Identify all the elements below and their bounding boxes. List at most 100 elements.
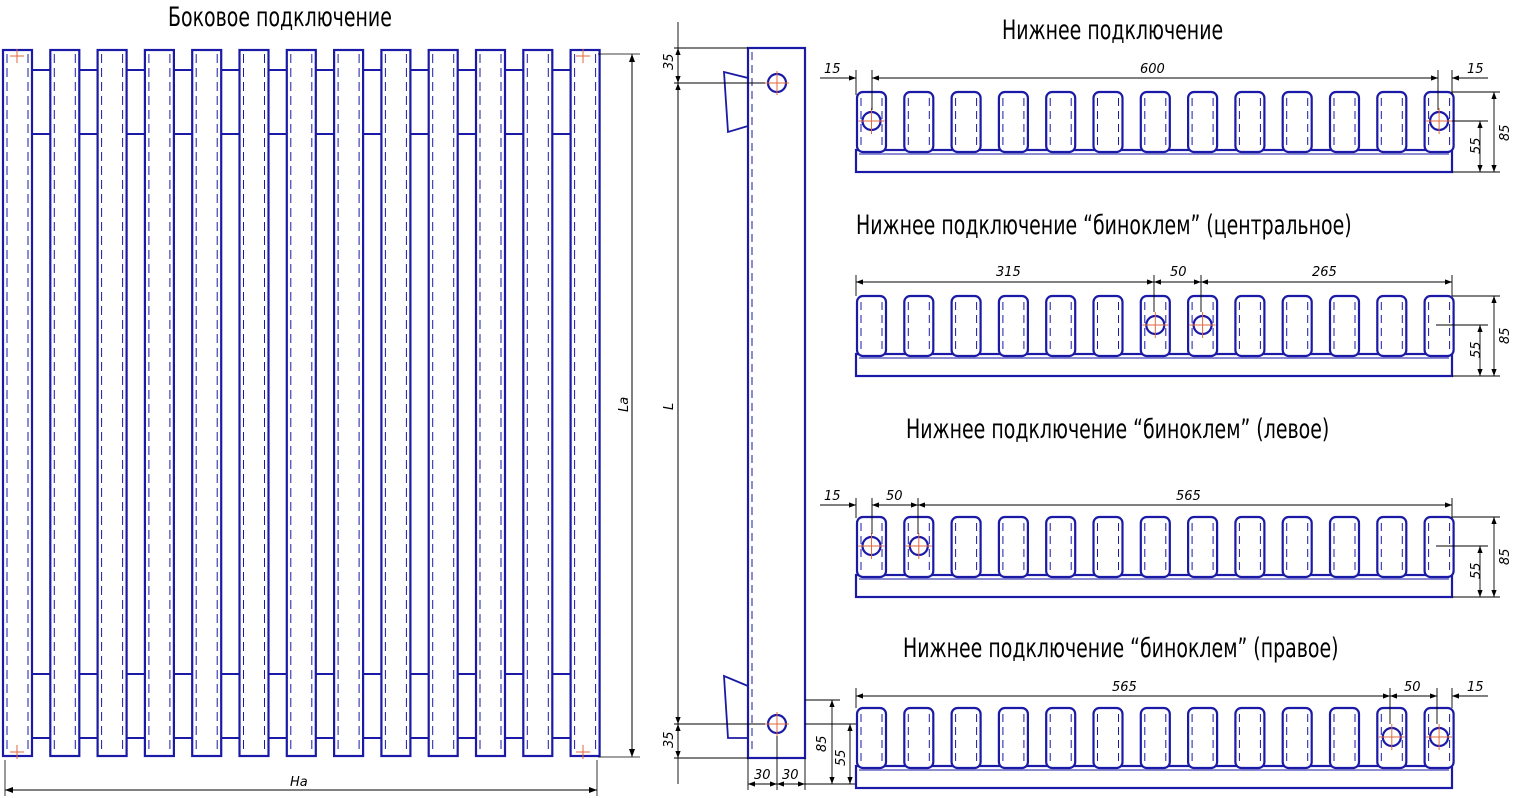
tube-section: [1186, 706, 1219, 770]
dim-ha-label: Ha: [290, 775, 308, 790]
dim-b1-left: 15: [824, 62, 841, 77]
tube-section: [1139, 90, 1171, 154]
front-tube: [49, 48, 81, 758]
tube-section: [1234, 515, 1266, 579]
bottom-view-2: [854, 294, 1455, 378]
front-tube: [143, 48, 175, 758]
dim-b4-a: 565: [1112, 680, 1137, 695]
collector-bar: [854, 148, 1454, 174]
front-tube: [333, 48, 365, 758]
tube-section: [1423, 294, 1455, 358]
tube-section: [855, 706, 888, 770]
dim-la-label: La: [617, 397, 632, 412]
tube-section: [950, 515, 982, 579]
tube-section: [1328, 90, 1361, 154]
dim-b1-h85: 85: [1498, 124, 1513, 141]
dim-profile-w2: 30: [782, 768, 799, 783]
dim-profile-h55: 55: [834, 749, 849, 766]
tube-section: [1376, 294, 1408, 358]
view4-dims: [855, 688, 1488, 724]
dim-b2-h85: 85: [1498, 327, 1513, 344]
dim-b4-b: 50: [1404, 680, 1421, 695]
dim-b2-left: 315: [996, 265, 1021, 280]
tube-section: [903, 706, 935, 770]
dim-la: La: [598, 53, 640, 758]
bottom-view-3: [854, 515, 1455, 599]
tube-section: [997, 90, 1030, 154]
tube-section: [997, 706, 1030, 770]
view2-dims: [855, 275, 1500, 377]
tube-section: [1186, 515, 1219, 579]
tube-section: [1328, 294, 1361, 358]
tube-section: [1092, 515, 1124, 579]
front-view: [1, 48, 601, 759]
dim-b3-a: 15: [824, 489, 841, 504]
front-tube: [474, 48, 507, 758]
tube-section: [1376, 90, 1408, 154]
tube-section: [1045, 90, 1077, 154]
tube-section: [1376, 515, 1408, 579]
dim-b3-b: 50: [886, 489, 903, 504]
front-tube: [1, 48, 34, 758]
tube-section: [1092, 90, 1124, 154]
front-tube: [285, 48, 317, 758]
title-right-connection: Нижнее подключение “биноклем” (правое): [903, 633, 1339, 664]
tube-section: [903, 90, 935, 154]
dim-b3-h55: 55: [1469, 562, 1484, 579]
front-tube: [522, 48, 554, 758]
profile-dims: [674, 22, 856, 790]
tube-section: [1045, 706, 1077, 770]
front-tube: [380, 48, 412, 758]
dim-b2-mid: 50: [1170, 265, 1187, 280]
tube-section: [1328, 706, 1361, 770]
tube-section: [1092, 294, 1124, 358]
collector-bar: [854, 352, 1454, 378]
front-tube: [96, 48, 128, 758]
tube-section: [997, 294, 1030, 358]
tube-section: [1139, 515, 1171, 579]
tube-section: [1328, 515, 1361, 579]
dim-b3-h85: 85: [1498, 548, 1513, 565]
tube-section: [1281, 706, 1313, 770]
title-left-connection: Нижнее подключение “биноклем” (левое): [906, 414, 1330, 445]
tube-section: [1092, 706, 1124, 770]
dim-profile-bottom: 35: [662, 731, 677, 748]
dim-profile-h85: 85: [815, 735, 830, 752]
dim-b2-h55: 55: [1469, 341, 1484, 358]
tube-section: [1234, 294, 1266, 358]
dim-ha: Ha: [4, 760, 598, 796]
dim-profile-w1: 30: [754, 768, 771, 783]
tube-section: [1186, 90, 1219, 154]
tube-section: [1234, 90, 1266, 154]
view1-dims: [820, 70, 1500, 173]
title-bottom-connection: Нижнее подключение: [1002, 15, 1224, 46]
dim-profile-top: 35: [662, 53, 677, 70]
profile-view: [723, 46, 807, 760]
tube-section: [1045, 294, 1077, 358]
tube-section: [855, 294, 888, 358]
bottom-views: [854, 90, 1455, 790]
tube-section: [997, 515, 1030, 579]
dim-b1-h55: 55: [1469, 137, 1484, 154]
dim-b1-main: 600: [1140, 62, 1165, 77]
title-side-connection: Боковое подключение: [168, 2, 392, 33]
tube-section: [1281, 515, 1313, 579]
front-tube: [569, 48, 601, 758]
collector-bar: [854, 573, 1454, 599]
collector-bar: [854, 764, 1454, 790]
dim-profile-l: L: [662, 403, 677, 410]
tube-section: [903, 294, 935, 358]
view3-dims: [820, 498, 1500, 598]
dim-b2-right: 265: [1312, 265, 1337, 280]
dim-b1-right: 15: [1467, 62, 1484, 77]
title-central-connection: Нижнее подключение “биноклем” (центральн…: [856, 210, 1352, 241]
tube-section: [950, 294, 982, 358]
tube-section: [950, 90, 982, 154]
bottom-view-1: [854, 90, 1455, 174]
front-tube: [427, 48, 459, 758]
front-tube: [238, 48, 270, 758]
tube-section: [950, 706, 982, 770]
tube-section: [1281, 294, 1313, 358]
tube-section: [1045, 515, 1077, 579]
